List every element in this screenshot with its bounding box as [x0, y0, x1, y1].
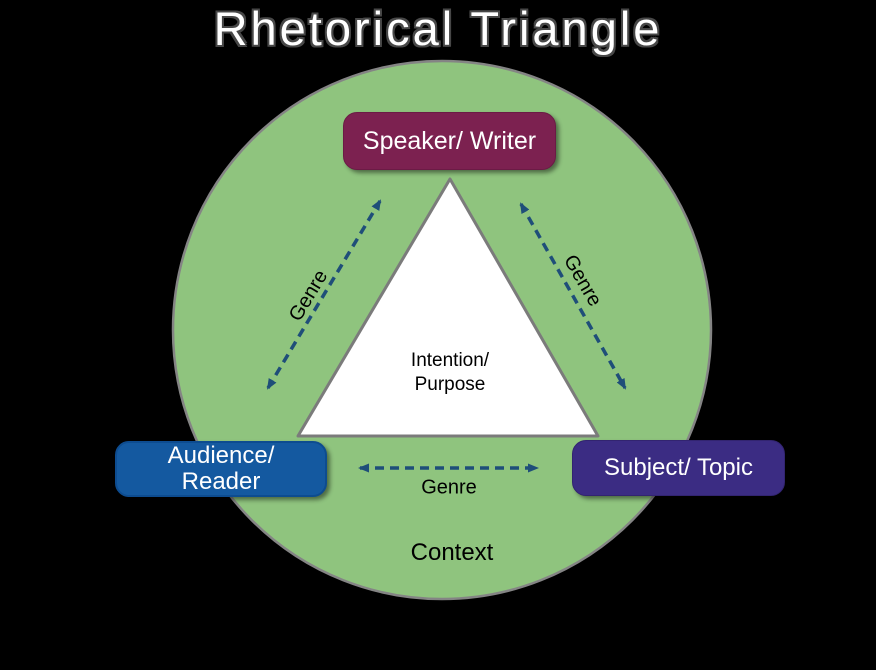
intention-line2: Purpose: [414, 374, 486, 395]
genre-arrow-left: [266, 199, 382, 390]
node-subject-topic-label: Subject/ Topic: [604, 454, 753, 481]
intention-line1: Intention/: [410, 350, 490, 371]
node-speaker-writer: Speaker/ Writer: [343, 112, 556, 170]
triangle-center-label: Intention/ Purpose: [411, 349, 489, 397]
genre-label-bottom: Genre: [421, 476, 477, 499]
context-label: Context: [410, 539, 494, 566]
node-subject-topic: Subject/ Topic: [572, 440, 785, 496]
node-audience-reader: Audience/ Reader: [115, 441, 327, 497]
page-title: Rhetorical Triangle: [213, 2, 663, 55]
genre-arrow-right: [519, 202, 627, 390]
node-audience-label-line2: Reader: [181, 468, 261, 495]
node-audience-label-line1: Audience/: [167, 442, 275, 469]
node-speaker-writer-label: Speaker/ Writer: [362, 126, 537, 155]
